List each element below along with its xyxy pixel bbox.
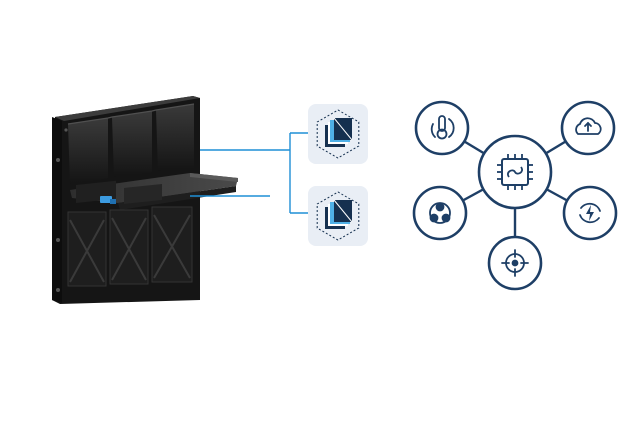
power-cycle-icon: [579, 202, 601, 224]
cabinet-top-edge: [55, 96, 200, 121]
upper-panel-left: [68, 118, 108, 184]
upper-panel-right: [156, 104, 194, 171]
satellite-node-temperature: [414, 100, 470, 156]
connector-lines: [190, 132, 308, 214]
cabinet-bolts: [56, 128, 68, 292]
module-tile-2: [308, 186, 368, 246]
led-cabinet: [52, 96, 238, 304]
network-cluster-icon: [429, 202, 451, 224]
cabinet-side: [52, 117, 62, 303]
module-tile-1: [308, 104, 368, 164]
hub-nodes: [412, 100, 618, 291]
tray-bay-2: [124, 183, 162, 204]
satellite-node-network: [412, 185, 468, 241]
hub-node: [477, 134, 553, 210]
upper-panel-middle: [112, 111, 152, 177]
lower-bay-braces: [69, 214, 191, 283]
blue-connector-part: [100, 196, 112, 203]
satellite-node-target: [487, 235, 543, 291]
crosshair-icon: [501, 249, 529, 277]
layered-cube-icon: [316, 191, 360, 241]
satellite-node-cloud: [560, 100, 616, 156]
thermometer-cycle-icon: [430, 115, 455, 140]
service-tray-lip: [190, 173, 238, 182]
service-tray-front: [118, 186, 236, 210]
chip-icon: [497, 154, 533, 190]
module-tiles: [308, 104, 368, 246]
cloud-upload-icon: [575, 117, 602, 135]
satellite-node-power: [562, 185, 618, 241]
layered-cube-icon: [316, 109, 360, 159]
blue-connector-part-2: [110, 199, 116, 204]
upper-panel-rim: [67, 103, 195, 125]
